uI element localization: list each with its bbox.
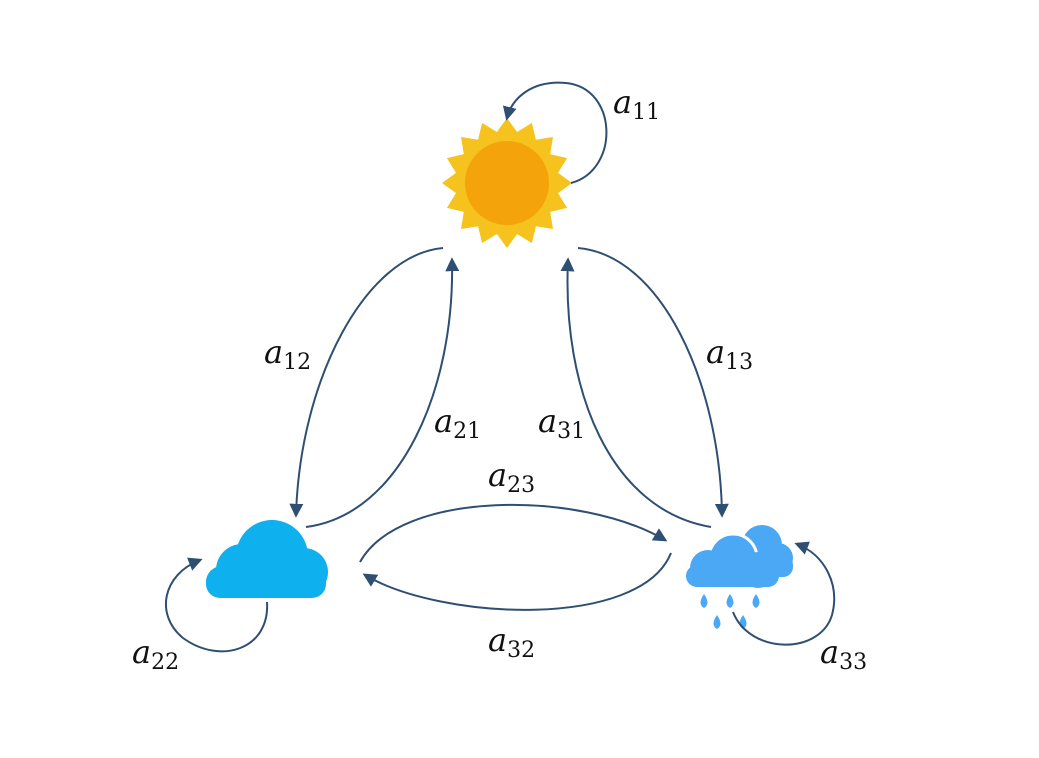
label-a21: a21 [434, 402, 481, 444]
label-a12: a12 [264, 333, 311, 375]
arrow-a23 [359, 503, 668, 563]
cloud-icon [206, 520, 328, 598]
arrow-a33 [732, 541, 836, 646]
arrow-a32 [362, 552, 672, 611]
arrow-a13 [577, 247, 729, 518]
label-a23: a23 [488, 456, 535, 498]
arrow-a21 [305, 257, 460, 528]
label-a13: a13 [706, 333, 753, 375]
arrow-a31 [560, 257, 712, 528]
sun-icon [442, 118, 572, 248]
arrow-a11 [502, 81, 608, 184]
label-a32: a32 [488, 621, 535, 663]
arrow-a22 [165, 557, 269, 653]
arrow-a12 [289, 247, 444, 518]
label-a11: a11 [613, 83, 660, 125]
label-a31: a31 [538, 402, 585, 444]
rain-cloud-icon [686, 525, 793, 629]
label-a22: a22 [132, 633, 179, 675]
label-a33: a33 [820, 633, 867, 675]
